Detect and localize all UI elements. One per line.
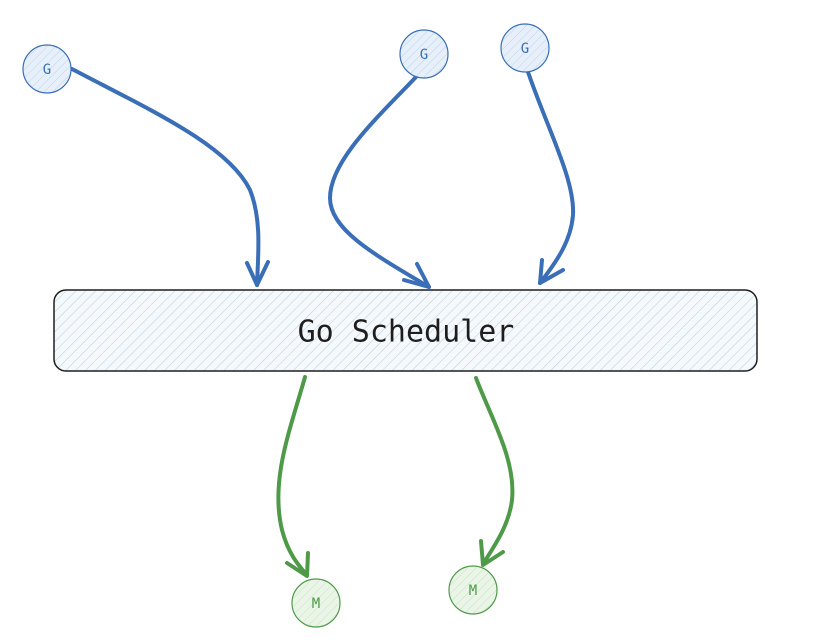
machine-node-2: M bbox=[448, 565, 498, 615]
machine-label: M bbox=[469, 583, 477, 599]
arrowhead-g1 bbox=[245, 260, 270, 287]
scheduler-box: Go Scheduler bbox=[53, 289, 758, 372]
goroutine-node-1: G bbox=[22, 44, 72, 94]
goroutine-node-3: G bbox=[500, 23, 550, 73]
machine-node-1: M bbox=[291, 578, 341, 628]
edge-g3-to-scheduler bbox=[526, 70, 576, 285]
scheduler-label: Go Scheduler bbox=[298, 315, 515, 350]
machine-edges bbox=[276, 375, 515, 578]
edge-g2-to-scheduler bbox=[328, 75, 431, 289]
arrowhead-m1 bbox=[285, 551, 310, 578]
arrowhead-m2 bbox=[479, 539, 505, 567]
goroutine-edges bbox=[70, 67, 576, 289]
arrowhead-g3 bbox=[538, 258, 565, 285]
edge-scheduler-to-m2 bbox=[474, 376, 515, 566]
goroutine-label: G bbox=[521, 41, 529, 57]
goroutine-label: G bbox=[420, 47, 428, 63]
edge-g1-to-scheduler bbox=[70, 67, 261, 287]
machine-label: M bbox=[312, 596, 320, 612]
goroutine-label: G bbox=[43, 62, 51, 78]
arrowhead-g2 bbox=[402, 262, 431, 289]
edge-scheduler-to-m1 bbox=[276, 375, 309, 577]
goroutine-node-2: G bbox=[399, 29, 449, 79]
